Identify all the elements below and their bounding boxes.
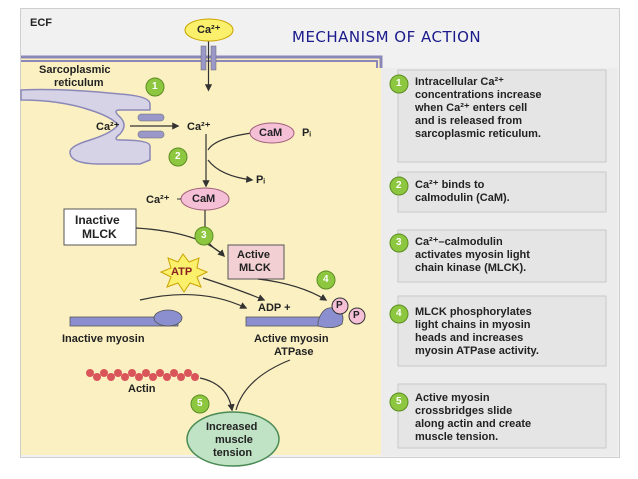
atp-burst [159,253,209,293]
diagram-step-5-num: 5 [197,398,203,409]
cell-membrane [21,55,383,68]
phosphate-1-label: P [336,300,343,311]
phosphate-2 [348,307,366,325]
cam-top-shape [249,122,295,144]
tension-line2: muscle [215,434,253,446]
ecf-label: ECF [30,17,52,29]
panel-step-3-num: 3 [396,237,402,248]
membrane-channel [200,45,207,71]
phosphate-2-label: P [353,310,360,321]
pi-top-label: Pᵢ [302,127,311,139]
active-mlck-line2: MLCK [239,262,271,274]
inactive-myosin-label: Inactive myosin [62,333,145,345]
sr-label-line1: Sarcoplasmic [39,64,111,76]
diagram-step-4-num: 4 [323,274,329,285]
diagram-step-3-num: 3 [201,230,207,241]
step-box-5 [397,383,607,449]
active-myosin-shape [245,316,331,327]
ca-cam-ca-label: Ca²⁺ [146,194,170,206]
active-mlck-box [227,244,285,280]
step-1-text: Intracellular Ca²⁺concentrations increas… [415,76,542,140]
diagram-step-1-num: 1 [152,81,158,92]
phosphate-1 [331,297,349,315]
inactive-mlck-box [63,208,137,246]
sr-label-line2: reticulum [54,77,104,89]
ca-top-label: Ca²⁺ [197,24,221,36]
ca-top-pill [184,18,234,42]
cytoplasm-area [21,57,381,455]
panel-step-5-num: 5 [396,396,402,407]
sarcoplasmic-reticulum [20,88,151,165]
adp-label: ADP + [258,302,291,314]
active-myosin-line1: Active myosin [254,333,329,345]
tension-line1: Increased [206,421,258,433]
diagram-step-2-num: 2 [175,151,181,162]
cam-top-label: CaM [259,127,283,139]
ca-sr-left: Ca²⁺ [96,121,120,133]
active-myosin-line2: ATPase [274,346,314,358]
inactive-mlck-line2: MLCK [82,227,117,241]
step-box-2 [397,171,607,213]
ca-cam-cam-label: CaM [192,193,216,205]
actin-label: Actin [128,383,156,395]
panel-step-2-num: 2 [396,180,402,191]
pi-mid-label: Pᵢ [256,174,265,186]
step-box-1 [397,69,607,163]
active-mlck-line1: Active [237,249,271,261]
ca-sr-right: Ca²⁺ [187,121,211,133]
tension-ellipse [186,411,280,467]
tension-line3: tension [213,447,253,459]
actin-filament [86,369,199,381]
panel-step-4-num: 4 [396,308,402,319]
step-box-4 [397,295,607,367]
inactive-mlck-line1: Inactive [75,213,120,227]
atp-label: ATP [171,266,193,278]
step-box-3 [397,229,607,283]
slide-title: MECHANISM OF ACTION [292,28,482,46]
panel-step-1-num: 1 [396,78,402,89]
